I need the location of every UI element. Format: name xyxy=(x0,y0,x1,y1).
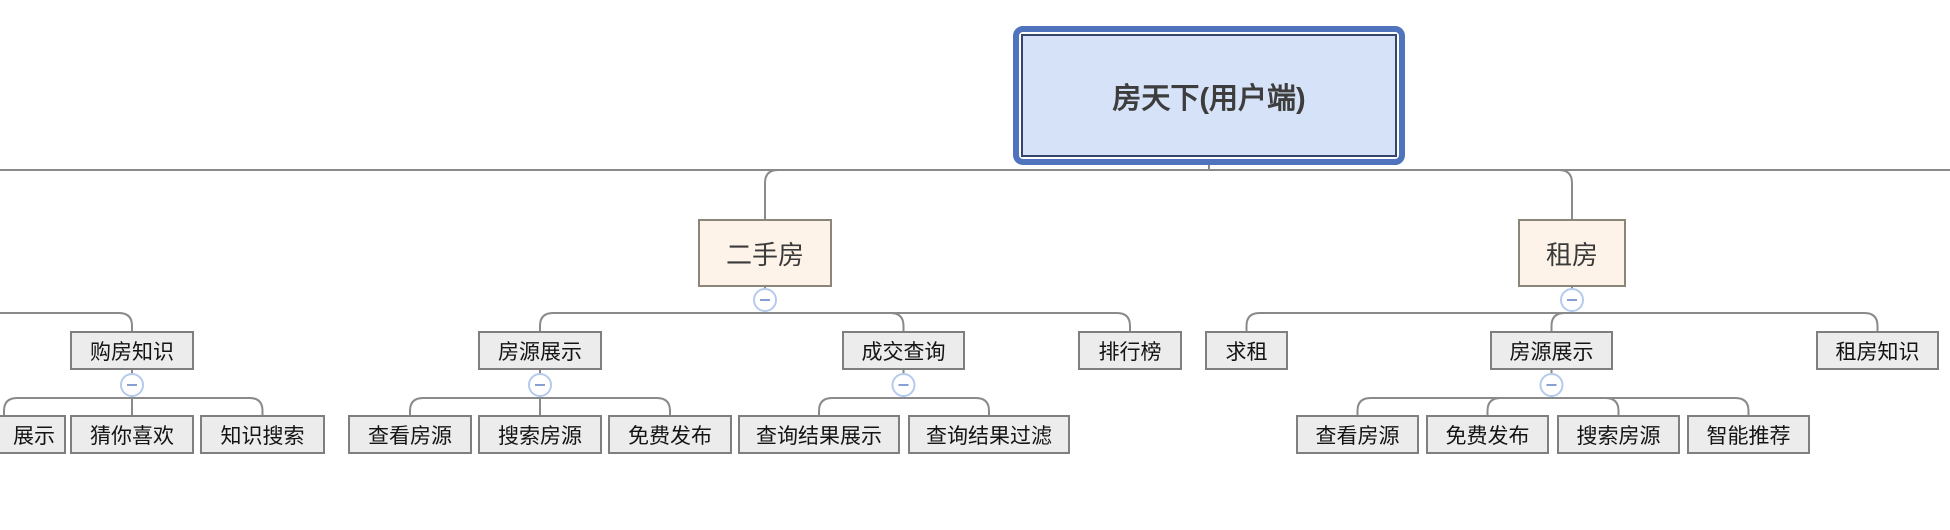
node-label: 求租 xyxy=(1225,340,1268,364)
node-label: 免费发布 xyxy=(628,424,712,448)
node-chaxun-jieguo-zhanshi[interactable]: 查询结果展示 xyxy=(738,415,900,454)
node-label: 租房 xyxy=(1545,239,1598,270)
node-zufang-zhishi[interactable]: 租房知识 xyxy=(1816,331,1939,370)
node-ershoufang[interactable]: 二手房 xyxy=(698,219,832,287)
collapse-minus-icon[interactable] xyxy=(120,373,144,397)
connector-line xyxy=(0,312,133,331)
connector-line xyxy=(1572,312,1879,331)
node-label: 二手房 xyxy=(725,239,804,270)
node-root[interactable]: 房天下(用户端) xyxy=(1013,26,1405,165)
node-label: 搜索房源 xyxy=(498,424,582,448)
node-label: 房天下(用户端) xyxy=(1112,82,1306,115)
node-sousuo-fangyuan-esf[interactable]: 搜索房源 xyxy=(478,415,602,454)
node-chengjiao-chaxun[interactable]: 成交查询 xyxy=(842,331,965,370)
node-label: 知识搜索 xyxy=(220,424,305,448)
node-paihangbang[interactable]: 排行榜 xyxy=(1078,331,1182,370)
node-qiuzu[interactable]: 求租 xyxy=(1205,331,1288,370)
node-zhineng-tuijian[interactable]: 智能推荐 xyxy=(1687,415,1810,454)
node-label: 查询结果过滤 xyxy=(926,424,1052,448)
node-fangyuan-zhanshi-esf[interactable]: 房源展示 xyxy=(478,331,602,370)
node-chaxun-jieguo-guolv[interactable]: 查询结果过滤 xyxy=(908,415,1070,454)
node-goufang-zhishi[interactable]: 购房知识 xyxy=(70,331,194,370)
collapse-minus-icon[interactable] xyxy=(753,288,777,312)
root-node-inner: 房天下(用户端) xyxy=(1021,34,1397,157)
collapse-minus-icon[interactable] xyxy=(1560,288,1584,312)
node-mianfei-fabu-zf[interactable]: 免费发布 xyxy=(1426,415,1549,454)
node-label: 房源展示 xyxy=(1509,340,1594,364)
connector-line xyxy=(1551,397,1620,415)
node-label: 房源展示 xyxy=(498,340,582,364)
node-chakan-fangyuan-zf[interactable]: 查看房源 xyxy=(1296,415,1419,454)
connector-line xyxy=(3,397,132,415)
connector-line xyxy=(1550,312,1572,331)
connector-line xyxy=(765,312,1131,331)
collapse-minus-icon[interactable] xyxy=(1539,373,1564,397)
node-label: 购房知识 xyxy=(90,340,174,364)
node-mianfei-fabu-esf[interactable]: 免费发布 xyxy=(608,415,732,454)
node-label: 智能推荐 xyxy=(1706,424,1791,448)
connector-line xyxy=(903,397,990,415)
node-label: 查看房源 xyxy=(368,424,452,448)
node-sousuo-fangyuan-zf[interactable]: 搜索房源 xyxy=(1557,415,1680,454)
connector-line xyxy=(1356,397,1552,415)
collapse-minus-icon[interactable] xyxy=(891,373,916,397)
node-label: 成交查询 xyxy=(861,340,946,364)
node-zhanshi-clipped[interactable]: 展示 xyxy=(0,415,66,454)
node-label: 租房知识 xyxy=(1835,340,1920,364)
node-label: 免费发布 xyxy=(1445,424,1530,448)
node-fangyuan-zhanshi-zf[interactable]: 房源展示 xyxy=(1490,331,1613,370)
collapse-minus-icon[interactable] xyxy=(528,373,552,397)
node-zufang[interactable]: 租房 xyxy=(1518,219,1626,287)
connector-line xyxy=(1209,169,1573,219)
connector-line xyxy=(764,169,1209,219)
connector-line xyxy=(539,312,765,331)
node-chakan-fangyuan-esf[interactable]: 查看房源 xyxy=(348,415,472,454)
connector-line xyxy=(818,397,904,415)
connector-line xyxy=(1551,397,1750,415)
connector-line xyxy=(409,397,540,415)
node-label: 查询结果展示 xyxy=(756,424,882,448)
connector-line xyxy=(1486,397,1552,415)
connector-line xyxy=(1245,312,1572,331)
node-label: 猜你喜欢 xyxy=(90,424,174,448)
node-label: 查看房源 xyxy=(1315,424,1400,448)
node-label: 排行榜 xyxy=(1098,340,1162,364)
connector-line xyxy=(540,397,671,415)
connector-line xyxy=(132,397,264,415)
node-label: 展示 xyxy=(13,424,55,448)
node-cai-ni-xihuan[interactable]: 猜你喜欢 xyxy=(70,415,194,454)
node-label: 搜索房源 xyxy=(1576,424,1661,448)
connector-line xyxy=(765,312,905,331)
node-zhishi-sousuo[interactable]: 知识搜索 xyxy=(200,415,325,454)
